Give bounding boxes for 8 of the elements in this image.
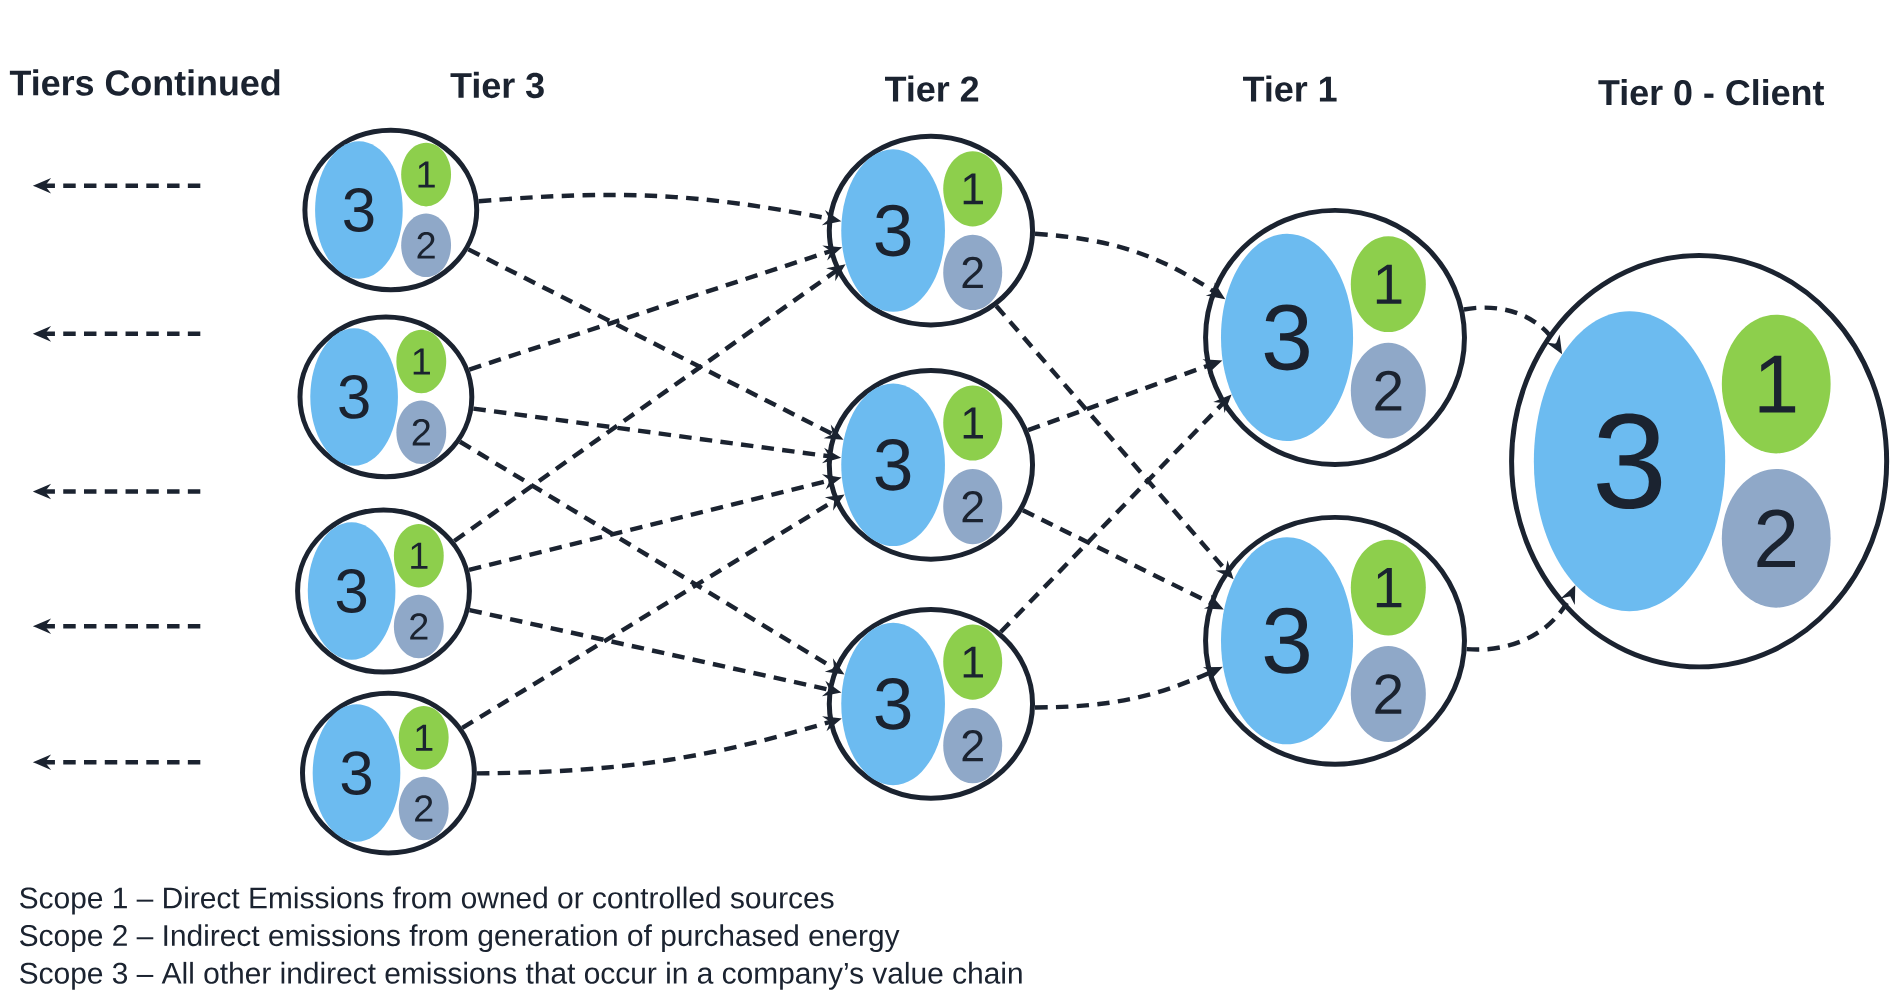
column-heading: Tier 0 - Client	[1598, 79, 1824, 106]
column-heading: Tier 3	[450, 71, 544, 99]
column-heading: Tier 2	[885, 75, 979, 102]
column-heading: Tiers Continued	[9, 69, 280, 96]
column-heading: Tier 1	[1243, 75, 1337, 102]
scope-note: Scope 3 – All other indirect emissions that occur in a company’s value chain	[20, 961, 1022, 990]
scope-note: Scope 2 – Indirect emissions from generation of purchased energy	[20, 924, 900, 953]
scope-note: Scope 1 – Direct Emissions from owned or controlled sources	[20, 886, 834, 915]
